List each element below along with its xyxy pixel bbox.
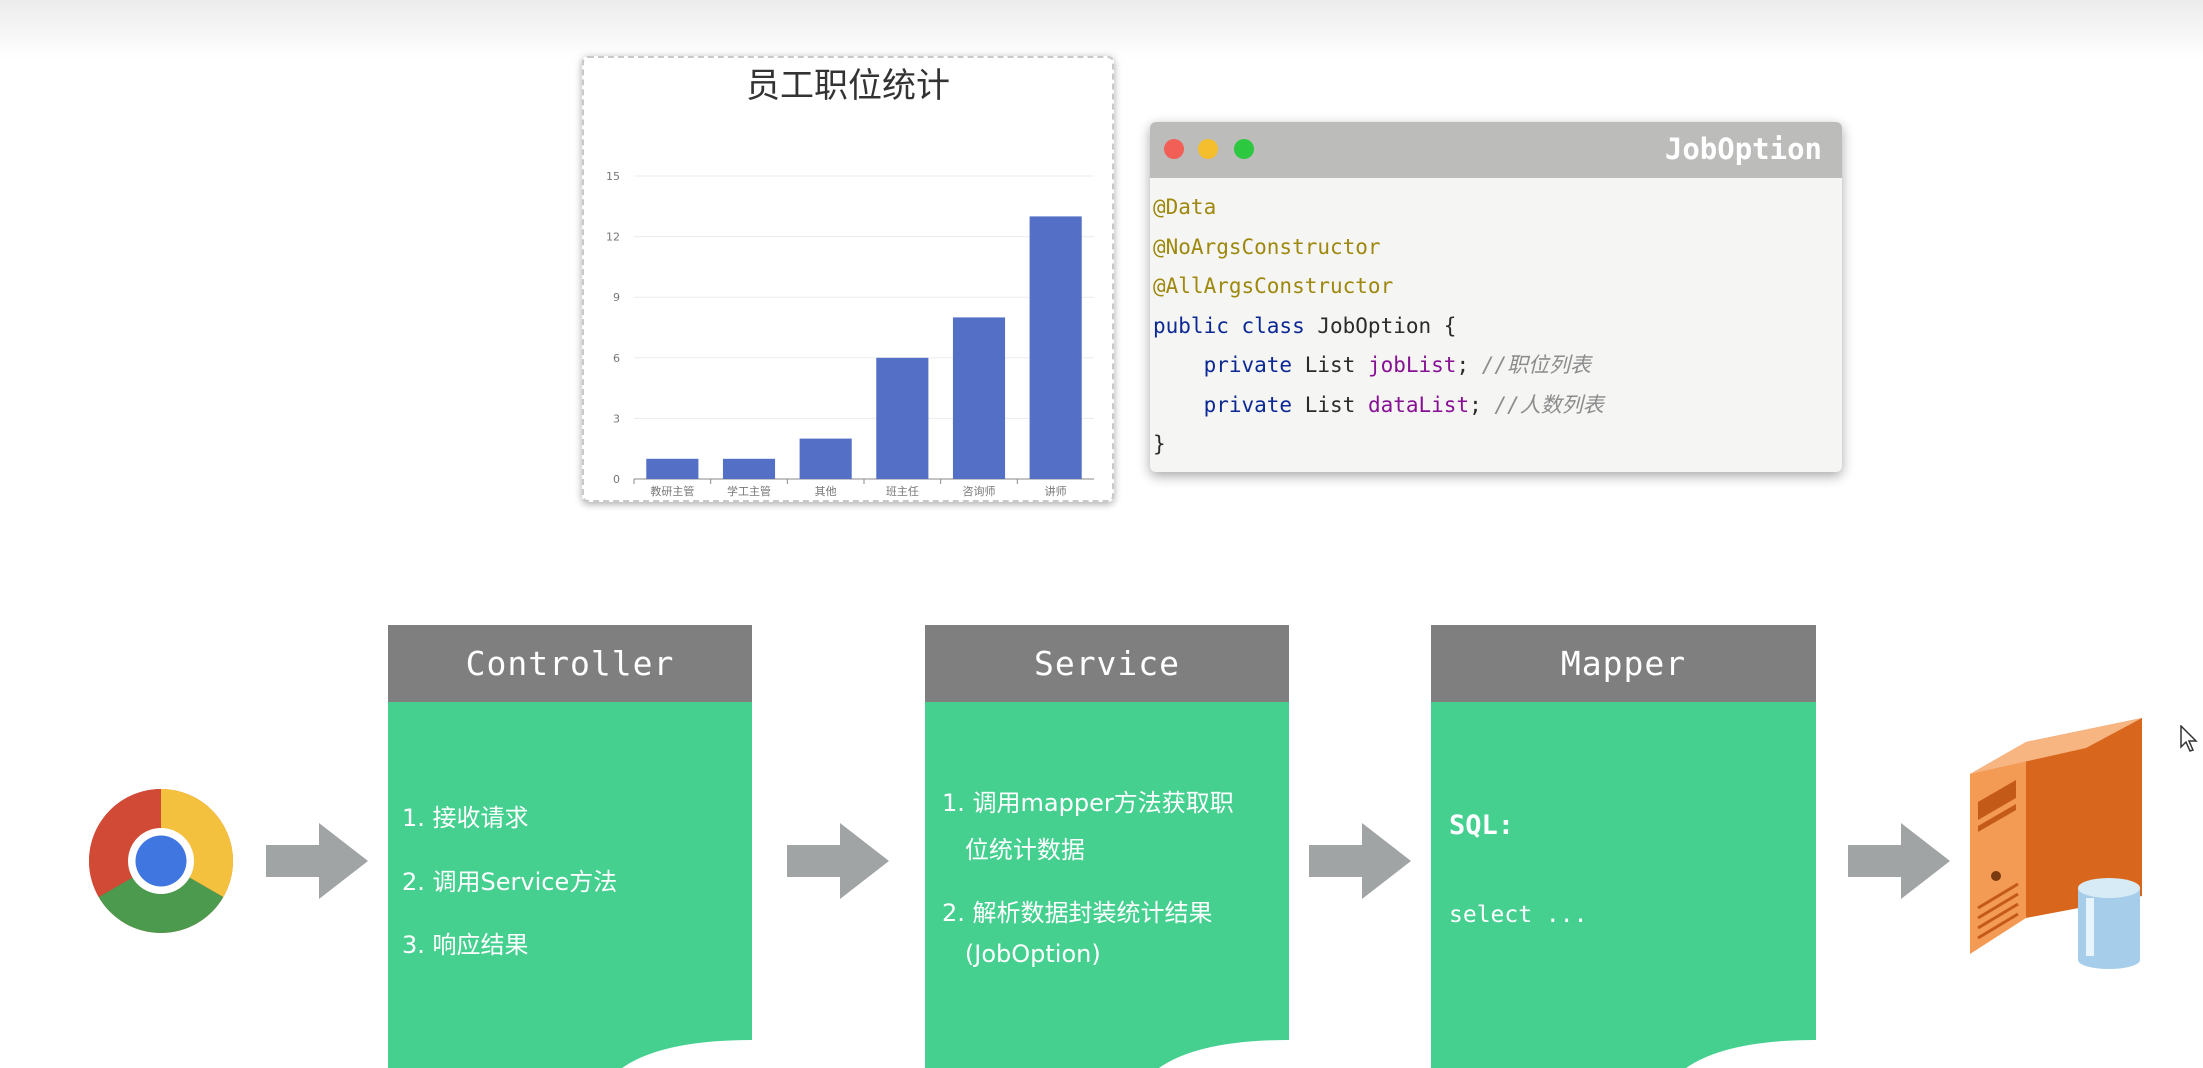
- service-stage: Service 1. 调用mapper方法获取职 位统计数据 2. 解析数据封装…: [925, 625, 1289, 1068]
- chart-card: 0 3 6 9 12 15 教研主管 学工主管 其他 班主任 咨询师 讲师 员工职位统计: [582, 56, 1114, 502]
- bar[interactable]: [799, 438, 852, 479]
- arrow-right-icon: [1309, 823, 1411, 899]
- code-comment: //人数列表: [1494, 392, 1604, 417]
- code-comment: //职位列表: [1481, 353, 1592, 377]
- y-tick-label: 3: [613, 412, 620, 425]
- chart-title: 员工职位统计: [746, 66, 950, 106]
- code-line-joblist-field: private List jobList; //职位列表: [1153, 346, 1842, 386]
- stage-item: 位统计数据: [942, 836, 1085, 864]
- y-tick-label: 9: [613, 291, 620, 304]
- stage-item: (JobOption): [942, 940, 1101, 968]
- bar[interactable]: [646, 458, 699, 479]
- top-gradient-bar: [0, 0, 2203, 60]
- bar[interactable]: [722, 458, 776, 479]
- page-curl-decoration: [1686, 1040, 1816, 1068]
- page-curl-decoration: [1159, 1040, 1289, 1068]
- mapper-stage: Mapper SQL: select ...: [1431, 625, 1816, 1068]
- close-window-dot-icon[interactable]: [1164, 139, 1184, 159]
- x-tick-label: 讲师: [1045, 484, 1067, 498]
- x-tick-label: 学工主管: [727, 484, 771, 498]
- code-window: JobOption @Data @NoArgsConstructor @AllA…: [1150, 122, 1842, 472]
- code-keyword: public class: [1153, 313, 1305, 338]
- code-line-class-declaration: public class JobOption {: [1153, 307, 1842, 347]
- code-semicolon: ;: [1469, 392, 1495, 417]
- stage-item: 2. 解析数据封装统计结果: [942, 899, 1213, 927]
- stage-title: Service: [925, 625, 1289, 702]
- stage-body: 1. 接收请求 2. 调用Service方法 3. 响应结果: [388, 702, 752, 1068]
- stage-title: Mapper: [1431, 625, 1816, 702]
- database-server-icon: [1970, 718, 2142, 969]
- controller-stage: Controller 1. 接收请求 2. 调用Service方法 3. 响应结…: [388, 625, 752, 1068]
- code-field-name: dataList: [1367, 392, 1470, 417]
- code-keyword: private: [1203, 353, 1293, 377]
- code-line-closing-brace: }: [1153, 432, 1166, 456]
- x-tick-label: 咨询师: [963, 484, 996, 498]
- code-type: List: [1292, 392, 1368, 417]
- code-line-datalist-field: private List dataList; //人数列表: [1153, 386, 1842, 426]
- bar[interactable]: [952, 317, 1006, 479]
- chrome-icon: [88, 789, 234, 934]
- code-keyword: private: [1203, 392, 1293, 417]
- arrow-right-icon: [1848, 823, 1950, 899]
- code-window-title: JobOption: [1664, 132, 1822, 166]
- x-tick-label: 其他: [815, 485, 837, 498]
- x-tick-label: 教研主管: [650, 484, 694, 498]
- arrow-right-icon: [266, 823, 368, 899]
- bar-chart: 0 3 6 9 12 15 教研主管 学工主管 其他 班主任 咨询师 讲师: [606, 170, 1094, 498]
- code-body: @Data @NoArgsConstructor @AllArgsConstru…: [1150, 178, 1842, 465]
- x-tick-label: 班主任: [886, 485, 919, 498]
- code-type: List: [1292, 353, 1368, 377]
- stage-title: Controller: [388, 625, 752, 702]
- code-window-titlebar: JobOption: [1150, 122, 1842, 178]
- y-tick-label: 0: [613, 473, 620, 486]
- code-semicolon: ;: [1456, 353, 1482, 377]
- maximize-window-dot-icon[interactable]: [1234, 139, 1254, 159]
- stage-item: 2. 调用Service方法: [402, 868, 618, 896]
- arrow-right-icon: [787, 823, 889, 899]
- minimize-window-dot-icon[interactable]: [1198, 139, 1218, 159]
- bar[interactable]: [1029, 216, 1082, 479]
- bar[interactable]: [876, 357, 929, 479]
- code-line-annotation-data: @Data: [1153, 195, 1217, 219]
- stage-body: 1. 调用mapper方法获取职 位统计数据 2. 解析数据封装统计结果 (Jo…: [925, 702, 1289, 1068]
- stage-item: 1. 调用mapper方法获取职: [942, 789, 1234, 817]
- code-line-annotation-noargs: @NoArgsConstructor: [1153, 234, 1381, 259]
- y-tick-label: 6: [613, 352, 620, 365]
- stage-item: 1. 接收请求: [402, 804, 529, 832]
- y-tick-label: 15: [606, 170, 620, 183]
- sql-label: SQL:: [1449, 810, 1515, 841]
- y-tick-label: 12: [606, 231, 620, 244]
- sql-text: select ...: [1449, 902, 1588, 928]
- mouse-cursor-icon: [2180, 725, 2198, 752]
- stage-body: SQL: select ...: [1431, 702, 1816, 1068]
- code-line-annotation-allargs: @AllArgsConstructor: [1153, 274, 1394, 298]
- page-curl-decoration: [622, 1040, 752, 1068]
- code-field-name: jobList: [1367, 353, 1457, 377]
- stage-item: 3. 响应结果: [402, 931, 529, 959]
- code-class-name: JobOption {: [1304, 313, 1457, 338]
